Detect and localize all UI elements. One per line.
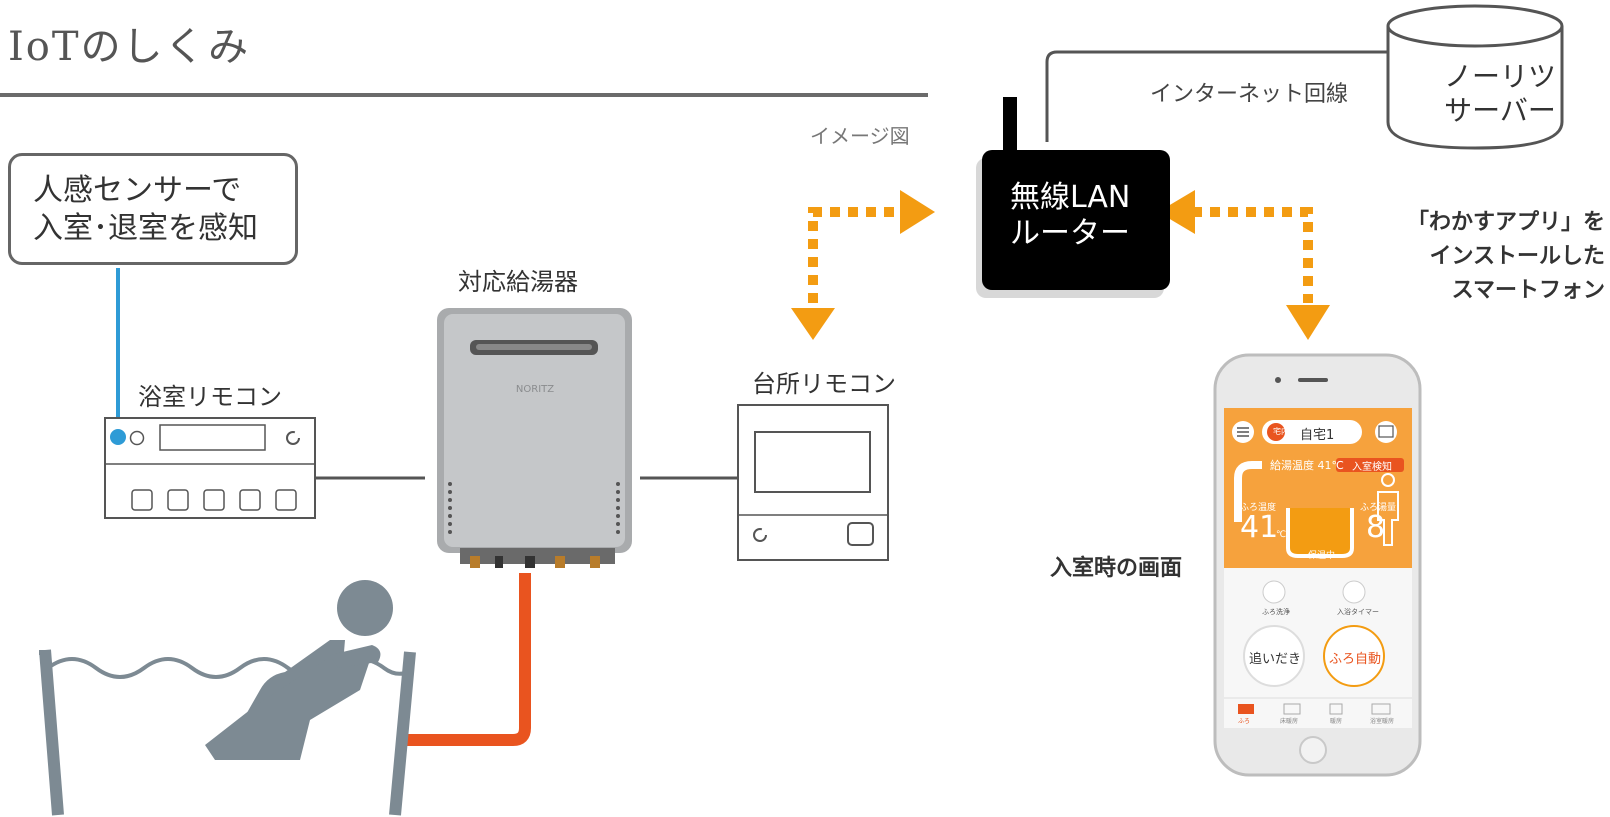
person-figure <box>205 580 393 760</box>
app-nav-bath[interactable]: ふろ <box>1238 718 1251 725</box>
page-title: IoTのしくみ <box>8 24 251 70</box>
image-note: イメージ図 <box>810 124 910 148</box>
router-antenna <box>1003 97 1017 153</box>
smartphone-caption-line1: 「わかすアプリ」を <box>1406 210 1605 235</box>
server-text-line1: ノーリツ <box>1443 60 1556 93</box>
app-supply-temp: 給湯温度 41℃ <box>1270 459 1344 472</box>
kitchen-remote-device <box>737 404 889 561</box>
sensor-box: 人感センサーで 入室･退室を感知 <box>8 153 298 265</box>
app-entry-badge: 入室検知 <box>1352 462 1392 473</box>
app-bath-level-label: ふろ湯量 <box>1360 503 1397 513</box>
kitchen-remote-label: 台所リモコン <box>752 370 896 398</box>
smartphone-caption-line3: スマートフォン <box>1451 278 1605 303</box>
router-text-line2: ルーター <box>1010 216 1130 251</box>
app-reheat-button[interactable]: 追いだき <box>1249 652 1302 667</box>
router-text-line1: 無線LAN <box>1010 180 1131 215</box>
heater-brand: NORITZ <box>516 384 554 395</box>
hot-water-pipe <box>400 573 531 746</box>
server-text-line2: サーバー <box>1444 94 1556 127</box>
app-auto-button[interactable]: ふろ自動 <box>1329 652 1382 667</box>
screen-label: 入室時の画面 <box>1050 556 1183 581</box>
sensor-text-line1: 人感センサーで <box>33 173 242 208</box>
app-bath-level: 8 <box>1366 510 1386 545</box>
internet-line <box>1045 50 1388 142</box>
bath-remote-label: 浴室リモコン <box>138 383 282 411</box>
arrow-kitchen-router <box>791 190 935 340</box>
water-heater-device: NORITZ <box>437 308 632 568</box>
sensor-text-line2: 入室･退室を感知 <box>33 211 258 246</box>
smartphone-caption: 「わかすアプリ」を インストールした スマートフォン <box>1380 206 1605 308</box>
server-cylinder <box>1386 4 1564 150</box>
server-label: ノーリツ サーバー <box>1425 60 1575 128</box>
smartphone-caption-line2: インストールした <box>1429 244 1605 269</box>
app-bath-temp: 41 <box>1240 510 1279 545</box>
smartphone-device <box>1213 353 1422 777</box>
app-timer-label[interactable]: 入浴タイマー <box>1337 608 1379 616</box>
app-home-label[interactable]: 自宅1 <box>1300 428 1335 443</box>
arrow-router-phone <box>1158 190 1330 340</box>
app-bath-temp-unit: ℃ <box>1276 530 1287 540</box>
app-status: 保温中 <box>1308 551 1336 561</box>
app-clean-label[interactable]: ふろ洗浄 <box>1262 608 1290 616</box>
app-nav-dry[interactable]: 浴室暖房 <box>1370 718 1395 725</box>
app-nav-heat[interactable]: 暖房 <box>1330 718 1343 725</box>
internet-label: インターネット回線 <box>1150 82 1349 107</box>
app-bath-temp-label: ふろ温度 <box>1240 503 1277 513</box>
water-heater-label: 対応給湯器 <box>458 268 578 296</box>
app-badge: 宅内 <box>1273 427 1289 436</box>
title-divider <box>0 93 928 97</box>
router-box: 無線LAN ルーター <box>982 150 1170 290</box>
bath-remote-device <box>104 417 316 519</box>
app-nav-floor[interactable]: 床暖房 <box>1280 718 1299 725</box>
